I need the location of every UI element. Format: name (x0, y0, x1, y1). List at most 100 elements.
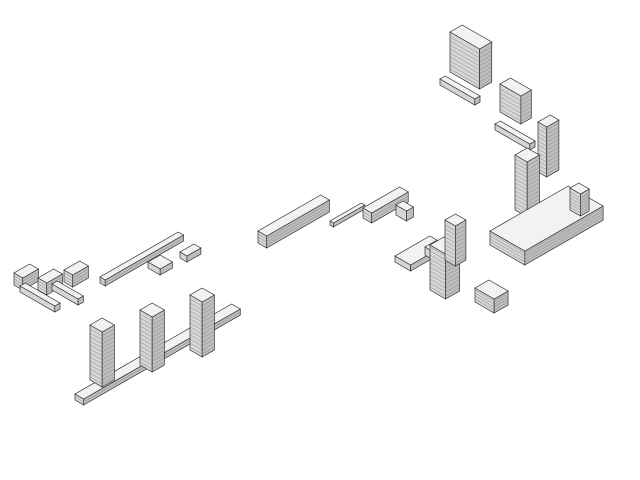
floor-line (102, 372, 115, 381)
building-block (329, 202, 366, 228)
floor-line (89, 356, 103, 365)
floor-line (189, 334, 203, 343)
floor-line (202, 346, 215, 355)
floor-line (569, 200, 581, 208)
roof (569, 182, 590, 195)
floor-line (429, 270, 446, 281)
floor-line (489, 232, 525, 254)
roof (63, 260, 90, 276)
small-blocks-group (13, 260, 90, 313)
floor-line (152, 325, 165, 334)
floor-line (189, 330, 203, 339)
floor-line (527, 186, 540, 195)
floor-line (546, 150, 560, 159)
floor-line (546, 154, 560, 163)
floor-line (139, 345, 153, 354)
floor-line (89, 328, 103, 337)
floor-line (139, 313, 153, 322)
floor-line (514, 166, 528, 175)
floor-line (139, 353, 153, 362)
floor-line (537, 124, 547, 131)
floor-line (445, 267, 460, 277)
floor-line (444, 232, 456, 240)
floor-line (139, 357, 153, 366)
floor-line (494, 298, 509, 308)
floor-line (202, 330, 215, 339)
floor-line (189, 342, 203, 351)
floor-line (22, 271, 39, 282)
floor-line (449, 68, 480, 87)
floor-line (444, 224, 456, 232)
floor-line (139, 321, 153, 330)
floor-line (546, 134, 560, 143)
floor-line (189, 314, 203, 323)
floor-line (139, 349, 153, 358)
floor-line (102, 340, 115, 349)
floor-line (455, 232, 467, 240)
floor-line (63, 272, 73, 279)
floor-line (520, 102, 532, 110)
floor-line (449, 48, 480, 67)
floor-line (13, 278, 23, 285)
roof (257, 194, 331, 237)
floor-line (429, 282, 446, 293)
floor-line (139, 337, 153, 346)
floor-line (514, 178, 528, 187)
floor-line (102, 376, 115, 385)
floor-line (537, 152, 547, 159)
floor-line (499, 96, 522, 110)
floor-line (37, 286, 47, 293)
facade-right (479, 41, 493, 90)
floor-line (152, 329, 165, 338)
low-curved-building (99, 231, 202, 287)
floor-line (429, 250, 446, 261)
floor-line (37, 283, 47, 290)
roof (362, 186, 409, 214)
floor-line (514, 190, 528, 199)
floor-line (527, 170, 540, 179)
floor-line (546, 146, 560, 155)
floor-line (429, 262, 446, 273)
floor-line (479, 78, 492, 87)
floor-line (455, 224, 467, 232)
floor-line (455, 244, 467, 252)
floor-line (89, 368, 103, 377)
roof (537, 114, 560, 128)
floor-line (479, 62, 492, 71)
twin-towers-with-podium (429, 213, 509, 314)
floor-line (445, 271, 460, 281)
floor-line (524, 207, 604, 254)
floor-line (546, 142, 560, 151)
floor-line (102, 368, 115, 377)
floor-line (189, 306, 203, 315)
floor-line (102, 336, 115, 345)
floor-line (202, 322, 215, 331)
floor-line (449, 56, 480, 75)
floor-line (89, 376, 103, 385)
floor-line (257, 233, 267, 240)
floor-line (189, 298, 203, 307)
facade-left (444, 219, 456, 267)
floor-line (202, 326, 215, 335)
floor-line (429, 278, 446, 289)
floor-line (89, 364, 103, 373)
floor-line (479, 70, 492, 79)
floor-line (152, 349, 165, 358)
floor-line (189, 322, 203, 331)
floor-line (72, 271, 89, 282)
roof (449, 24, 493, 50)
floor-line (514, 162, 528, 171)
floor-line (362, 214, 372, 221)
roof (514, 147, 541, 163)
floor-line (152, 313, 165, 322)
floor-line (257, 236, 267, 243)
floor-line (494, 295, 509, 305)
floor-line (527, 182, 540, 191)
central-high-rise-complex (394, 114, 604, 272)
floor-line (102, 348, 115, 357)
floor-line (479, 46, 492, 55)
floor-line (189, 302, 203, 311)
floor-line (444, 228, 456, 236)
floor-line (72, 268, 89, 279)
roof (179, 243, 202, 257)
